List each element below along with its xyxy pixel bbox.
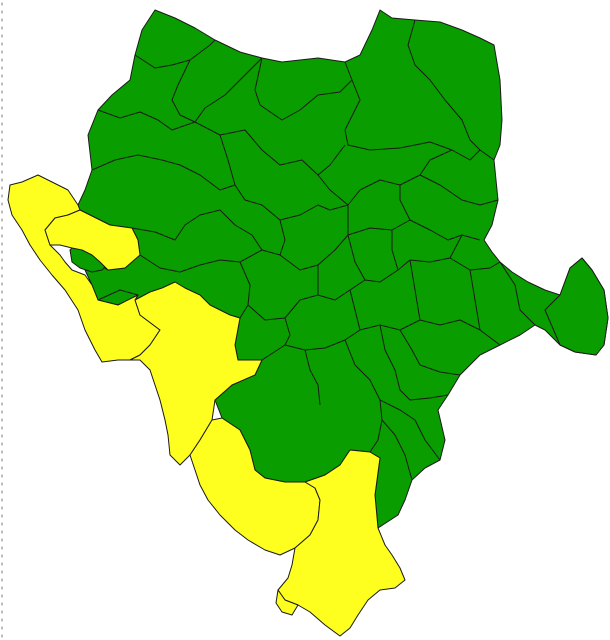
boundary-line	[347, 234, 366, 281]
boundary-line	[449, 257, 501, 271]
green-region-east[interactable]	[544, 257, 609, 356]
boundary-line	[399, 185, 411, 221]
edge-dotted-border	[0, 0, 4, 640]
boundary-line	[234, 149, 453, 221]
yellow-region-upper-west[interactable]	[44, 209, 141, 271]
green-region-mainland[interactable]	[77, 9, 609, 529]
boundary-line	[194, 121, 346, 176]
boundary-line	[347, 219, 481, 241]
boundary-line	[131, 209, 281, 256]
boundary-line	[344, 79, 495, 161]
boundary-line	[304, 349, 321, 406]
boundary-line	[134, 39, 216, 69]
boundary-line	[219, 134, 236, 186]
boundary-line	[469, 269, 481, 331]
boundary-line	[399, 329, 461, 376]
boundary-line	[284, 317, 291, 346]
boundary-line	[194, 57, 263, 123]
yellow-region-south-east[interactable]	[277, 449, 406, 637]
boundary-line	[407, 19, 481, 151]
boundary-line	[379, 324, 449, 401]
boundary-line	[171, 59, 196, 123]
boundary-line	[97, 289, 139, 301]
boundary-line	[317, 174, 349, 206]
yellow-region-southern-tip[interactable]	[275, 589, 299, 616]
boundary-line	[391, 230, 399, 271]
boundary-line	[279, 205, 349, 271]
boundary-line	[499, 261, 536, 326]
boundary-line	[349, 289, 361, 331]
boundary-line	[254, 57, 353, 121]
boundary-line	[247, 234, 463, 321]
boundary-line	[381, 419, 413, 481]
boundary-line	[419, 174, 499, 206]
boundary-line	[97, 109, 196, 131]
boundary-line	[379, 399, 441, 461]
boundary-line	[239, 261, 251, 319]
boundary-line	[91, 154, 236, 191]
boundary-line	[409, 259, 421, 321]
district-boundaries	[91, 19, 536, 481]
